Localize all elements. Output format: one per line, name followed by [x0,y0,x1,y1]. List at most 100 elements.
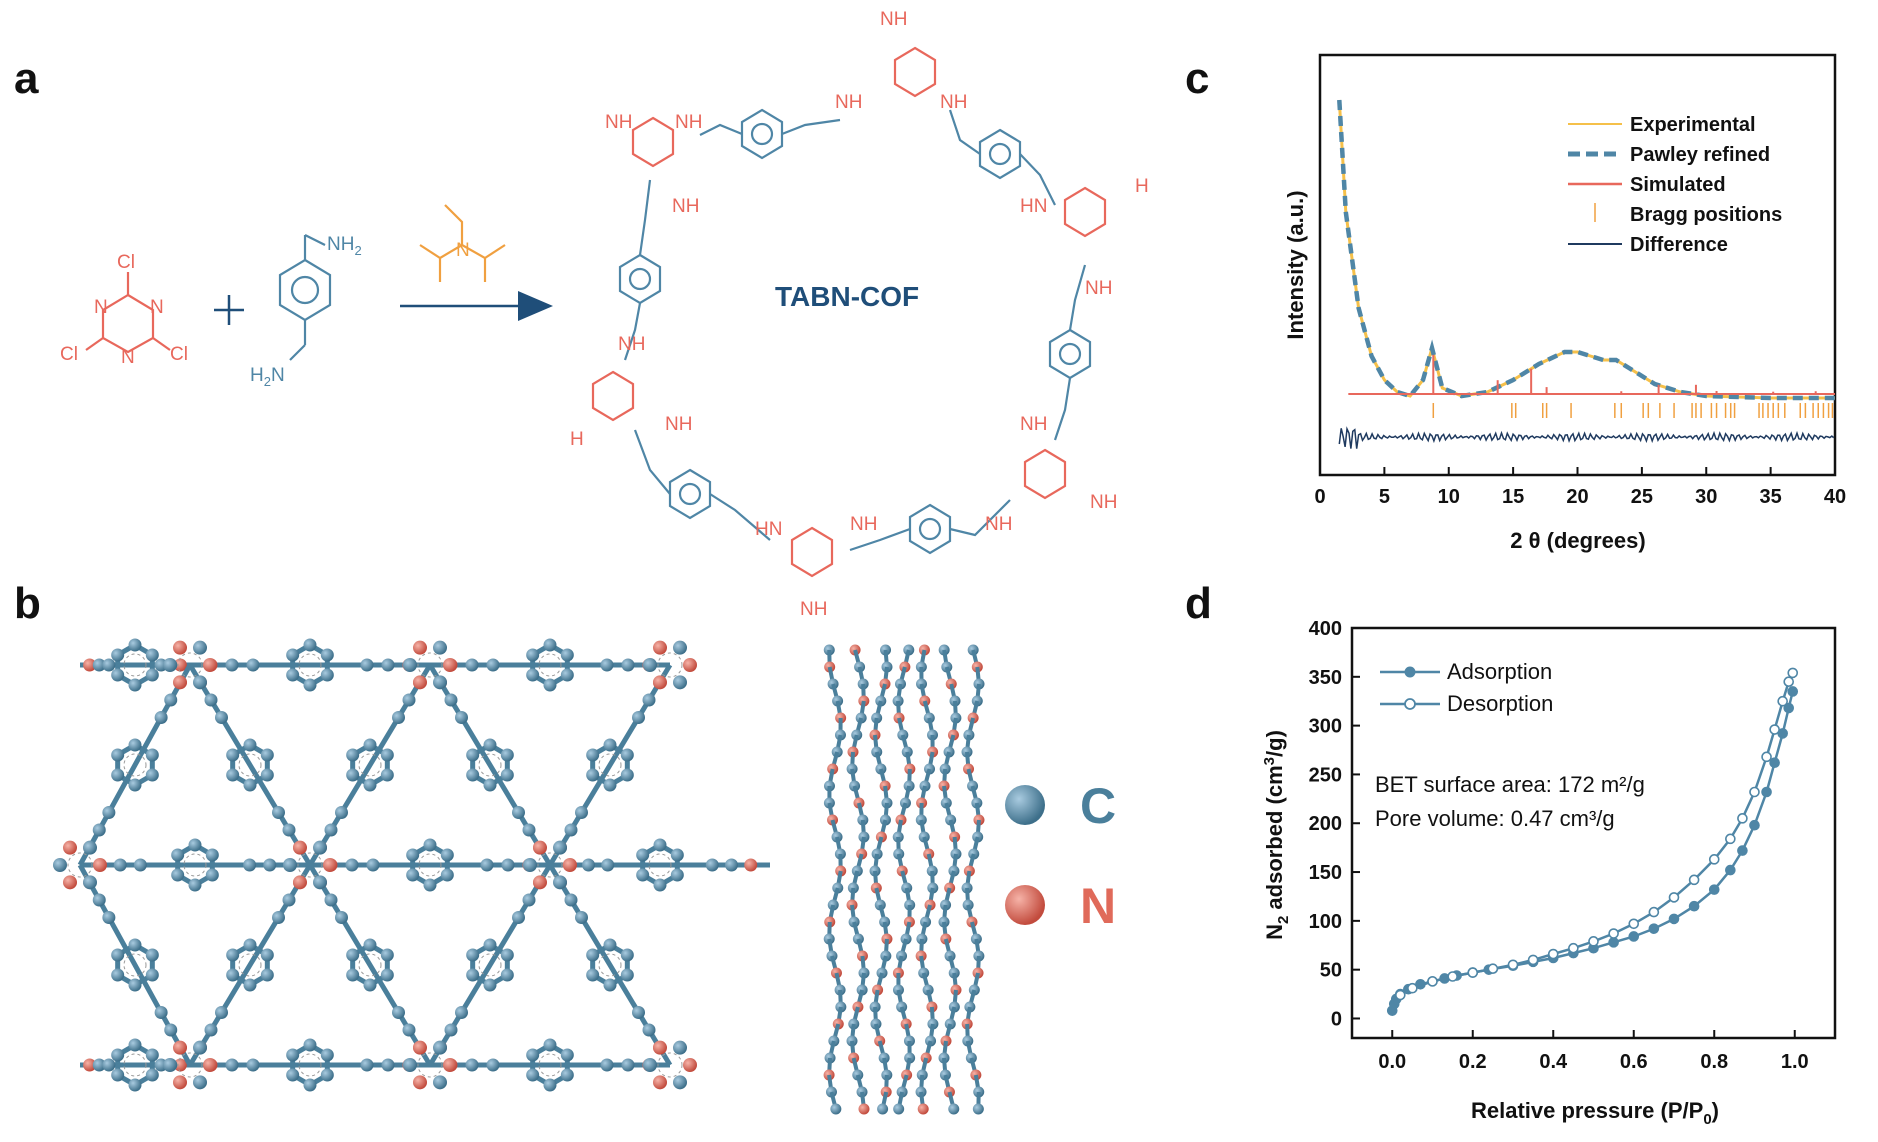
atom [392,1006,405,1019]
atom [128,738,142,752]
atom [582,858,595,872]
chart-d-annotation-pore: Pore volume: 0.47 cm³/g [1375,806,1615,831]
atom [145,748,159,762]
atom [313,875,327,890]
chart-d-legend: Adsorption Desorption [1380,659,1553,716]
atom [133,858,147,872]
panel-b-letter: b [14,579,41,628]
y-tick-label: 150 [1309,862,1342,884]
series-difference [1338,426,1835,449]
nh-label: NH [940,92,967,113]
atom [600,658,614,672]
atom [830,1103,842,1115]
cof-lattice-side-view [823,644,985,1115]
atom [282,893,296,907]
aromatic-ring [417,1052,443,1078]
atom [603,978,617,992]
atom [102,1058,116,1072]
atom [586,948,600,962]
atom [226,968,240,982]
atom [575,911,588,924]
aromatic-ring [123,1053,147,1077]
atom [744,858,758,872]
aromatic-ring [298,1053,322,1077]
desorption-point [1737,813,1748,824]
atom [455,1006,468,1019]
atom [145,1068,159,1082]
atom [83,1058,97,1072]
macrocycle-nh-labels: NH NH NH NH NH NH HN NH H NH H NH NH NH … [570,9,1149,620]
atom [225,1058,239,1072]
aromatic-ring [538,653,562,677]
adsorption-point [1648,923,1660,934]
atom [145,1048,159,1062]
aromatic-ring [298,653,322,677]
carbon-atom-icon [1005,785,1045,825]
atom [171,868,185,882]
chart-d-frame [1350,626,1837,1040]
aromatic-ring [538,1053,562,1077]
atom [653,838,667,852]
atom [320,1068,334,1082]
legend-label: Bragg positions [1630,204,1782,226]
atom [163,1058,177,1072]
x-tick-label: 0.6 [1620,1051,1648,1073]
atom [320,648,334,662]
atom [603,738,617,752]
aromatic-ring [478,753,502,777]
adsorption-point [1787,686,1799,697]
atom [705,858,719,872]
atom [526,648,540,662]
adsorption-point [1708,884,1720,895]
panel-a: a Cl Cl Cl N N N NH2 H2N [14,9,1149,620]
atom [444,1023,458,1037]
atom [111,648,125,662]
atom [83,658,97,672]
atom [145,968,159,982]
atom [335,806,348,819]
atom [455,711,468,724]
atom [725,858,738,872]
atom [893,1103,905,1115]
panel-b: b C N [14,579,1116,1115]
atom [205,848,219,862]
legend-marker-desorption [1404,698,1416,710]
atom [643,1058,657,1072]
atom [286,1048,300,1062]
atom [673,1075,687,1090]
atom [563,858,577,872]
atom [246,1058,260,1072]
desorption-point [1769,724,1780,735]
atom [272,911,285,924]
nh-label: NH [605,112,632,133]
atom [203,1058,217,1072]
aromatic-ring [238,753,262,777]
atom [533,840,547,855]
atom [621,1058,635,1072]
atom [366,858,380,872]
atom [128,938,142,952]
desorption-point [1777,695,1788,707]
atom-h2n-bottom: H2N [250,365,285,389]
atom [243,938,257,952]
adsorption-point [1688,900,1700,912]
atom [620,968,634,982]
chart-d-xlabel: Relative pressure (P/P0) [1471,1098,1719,1128]
desorption-point [1783,676,1795,687]
legend-label: Pawley refined [1630,144,1770,166]
atom [483,978,497,992]
atom [154,711,168,724]
atom [173,640,187,655]
triethylamine-molecule [419,204,506,282]
atom [486,1058,500,1072]
atom [653,878,667,892]
x-tick-label: 40 [1824,486,1846,508]
atom [154,1006,168,1019]
desorption-point [1749,786,1760,798]
atom [293,840,307,855]
atom [346,968,360,982]
atom [500,948,514,962]
atom [346,748,360,762]
